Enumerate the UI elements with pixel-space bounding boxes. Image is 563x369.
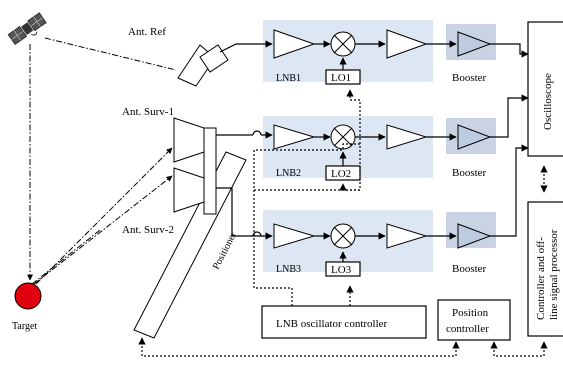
satellite-icon bbox=[7, 12, 47, 45]
lo1-box bbox=[325, 69, 361, 85]
oscilloscope-box bbox=[527, 21, 563, 157]
ant-ref-label: Ant. Ref bbox=[128, 26, 166, 38]
booster2-label: Booster bbox=[452, 167, 487, 179]
booster3-label: Booster bbox=[452, 263, 487, 275]
lo3-box bbox=[325, 261, 361, 277]
lnb1-chain: LO1 LNB1 Booster bbox=[263, 29, 492, 85]
controller-label-line2: line signal processor bbox=[548, 229, 560, 320]
position-controller-box bbox=[437, 299, 511, 341]
lo2-box bbox=[325, 165, 361, 181]
surv1-antenna bbox=[173, 117, 205, 163]
booster1-label: Booster bbox=[452, 72, 487, 84]
position-controller-label-line1: Position bbox=[452, 307, 489, 319]
controller-label-line1: Controller and off- bbox=[535, 237, 547, 320]
lo1-label: LO1 bbox=[331, 72, 351, 84]
lnb-osc-controller-label: LNB oscillator controller bbox=[276, 318, 388, 330]
lnb2-label: LNB2 bbox=[276, 168, 301, 179]
controller-box bbox=[527, 201, 563, 337]
lo3-label: LO3 bbox=[331, 264, 352, 276]
oscilloscope-label: Oscilloscope bbox=[542, 73, 554, 130]
ant-surv2-label: Ant. Surv-2 bbox=[122, 224, 174, 236]
lnb3-label: LNB3 bbox=[276, 264, 301, 275]
target-label: Target bbox=[12, 321, 37, 332]
lnb3-chain: LO3 LNB3 Booster bbox=[252, 223, 492, 277]
lnb2-chain: LO2 LNB2 Booster bbox=[244, 124, 492, 181]
ant-surv1-label: Ant. Surv-1 bbox=[122, 106, 174, 118]
feed-block bbox=[203, 127, 217, 215]
target-marker bbox=[14, 282, 42, 310]
ref-antenna bbox=[177, 43, 263, 87]
position-controller-label-line2: controller bbox=[446, 323, 489, 335]
lnb1-label: LNB1 bbox=[276, 73, 301, 84]
lo2-label: LO2 bbox=[331, 168, 351, 180]
